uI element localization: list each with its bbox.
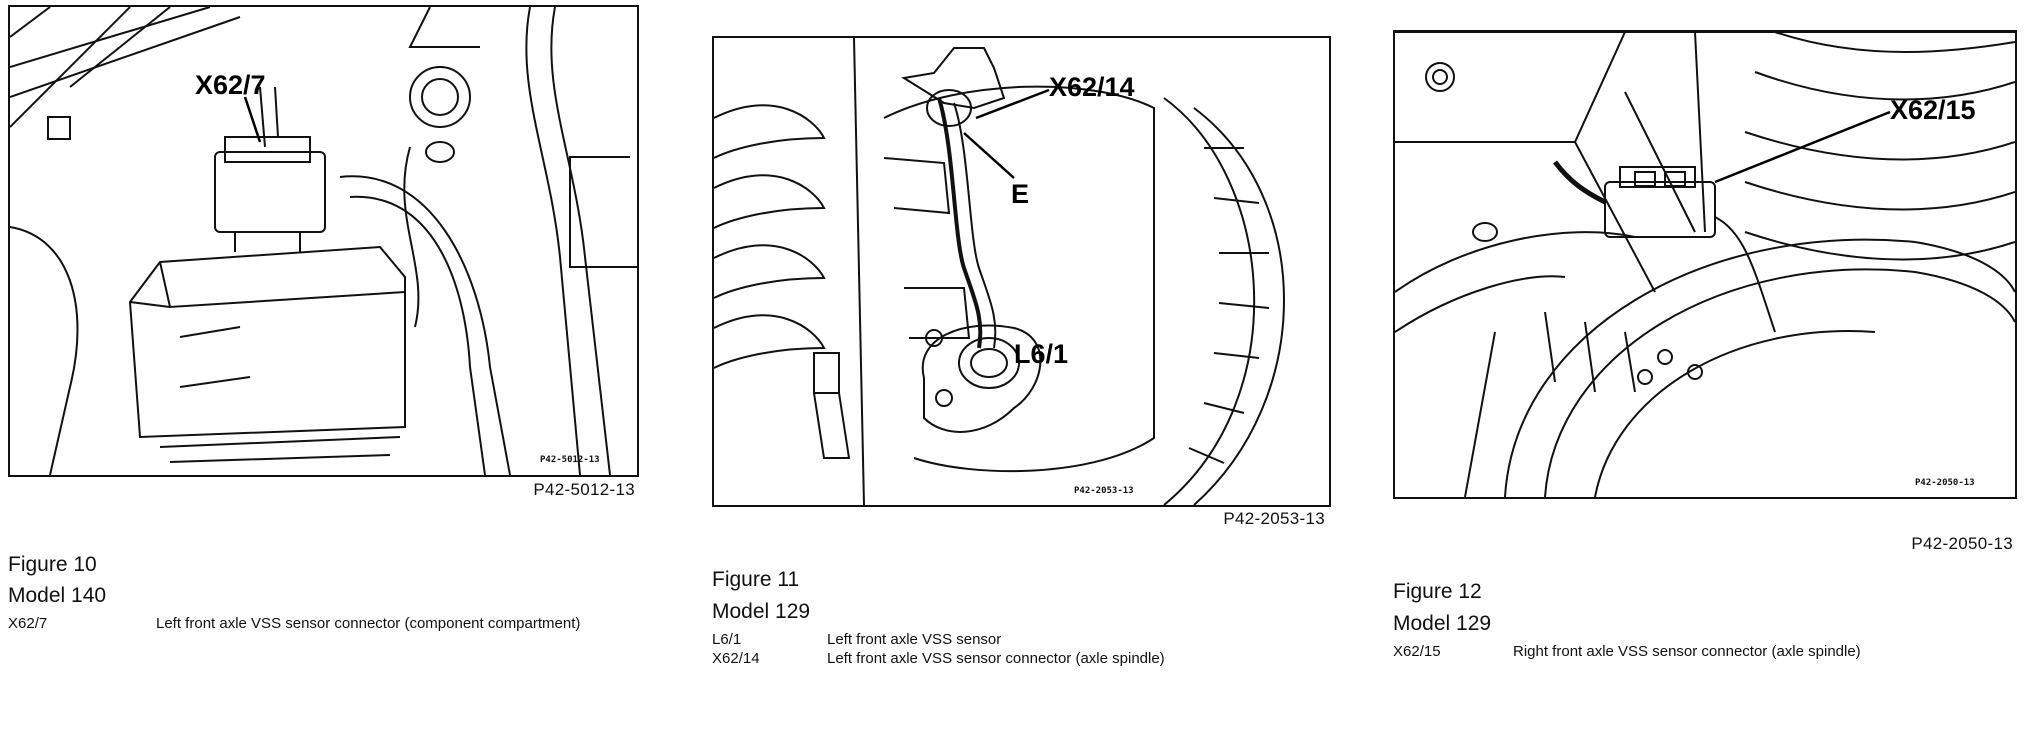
legend-code: L6/1 xyxy=(712,631,742,648)
figure-10-drawing: X62/7 P42-5012-13 xyxy=(10,7,637,475)
callout-x62-15: X62/15 xyxy=(1890,95,1976,125)
legend-item: X62/15 Right front axle VSS sensor conne… xyxy=(1393,642,2013,661)
figure-10-ref-code: P42-5012-13 xyxy=(533,480,635,499)
figure-12-ref-code: P42-2050-13 xyxy=(1911,534,2013,553)
legend-item: L6/1 Left front axle VSS sensor xyxy=(712,630,1332,649)
callout-x62-14: X62/14 xyxy=(1049,72,1135,102)
callout-l6-1: L6/1 xyxy=(1014,339,1068,369)
figure-10-legend: X62/7 Left front axle VSS sensor connect… xyxy=(8,614,648,633)
figure-10-inner-code: P42-5012-13 xyxy=(540,455,600,465)
callout-e: E xyxy=(1011,179,1029,209)
figure-12-inner-code: P42-2050-13 xyxy=(1915,478,1975,488)
figure-10-model: Model 140 xyxy=(8,584,107,607)
figure-11-illustration: X62/14 E L6/1 P42-2053-13 xyxy=(712,36,1331,507)
figure-12-caption: Figure 12 xyxy=(1393,580,1482,603)
figure-10-caption: Figure 10 xyxy=(8,553,97,576)
figure-10: X62/7 P42-5012-13 P42-5012-13 Figure 10 … xyxy=(0,0,660,736)
figure-12-drawing: X62/15 P42-2050-13 xyxy=(1395,32,2015,497)
legend-desc: Left front axle VSS sensor connector (co… xyxy=(156,615,581,632)
legend-item: X62/7 Left front axle VSS sensor connect… xyxy=(8,614,648,633)
figure-11-drawing: X62/14 E L6/1 P42-2053-13 xyxy=(714,38,1285,505)
figure-10-illustration: X62/7 P42-5012-13 xyxy=(8,5,639,477)
figure-12-model: Model 129 xyxy=(1393,612,1492,635)
figure-12-illustration: X62/15 P42-2050-13 xyxy=(1393,30,2017,499)
legend-item: X62/14 Left front axle VSS sensor connec… xyxy=(712,649,1332,668)
figure-11-inner-code: P42-2053-13 xyxy=(1074,486,1134,496)
callout-x62-7: X62/7 xyxy=(195,70,266,100)
figure-12-legend: X62/15 Right front axle VSS sensor conne… xyxy=(1393,642,2013,661)
legend-desc: Left front axle VSS sensor xyxy=(827,631,1002,648)
legend-code: X62/7 xyxy=(8,615,48,632)
figure-12: X62/15 P42-2050-13 P42-2050-13 Figure 12… xyxy=(1380,0,2036,736)
figure-11-ref-code: P42-2053-13 xyxy=(1223,509,1325,528)
figure-11-caption: Figure 11 xyxy=(712,568,800,591)
legend-code: X62/15 xyxy=(1393,643,1441,660)
legend-desc: Right front axle VSS sensor connector (a… xyxy=(1513,643,1861,660)
figure-11: X62/14 E L6/1 P42-2053-13 P42-2053-13 Fi… xyxy=(700,0,1360,736)
legend-desc: Left front axle VSS sensor connector (ax… xyxy=(827,650,1165,667)
figure-11-legend: L6/1 Left front axle VSS sensor X62/14 L… xyxy=(712,630,1332,668)
figure-11-model: Model 129 xyxy=(712,600,811,623)
legend-code: X62/14 xyxy=(712,650,760,667)
